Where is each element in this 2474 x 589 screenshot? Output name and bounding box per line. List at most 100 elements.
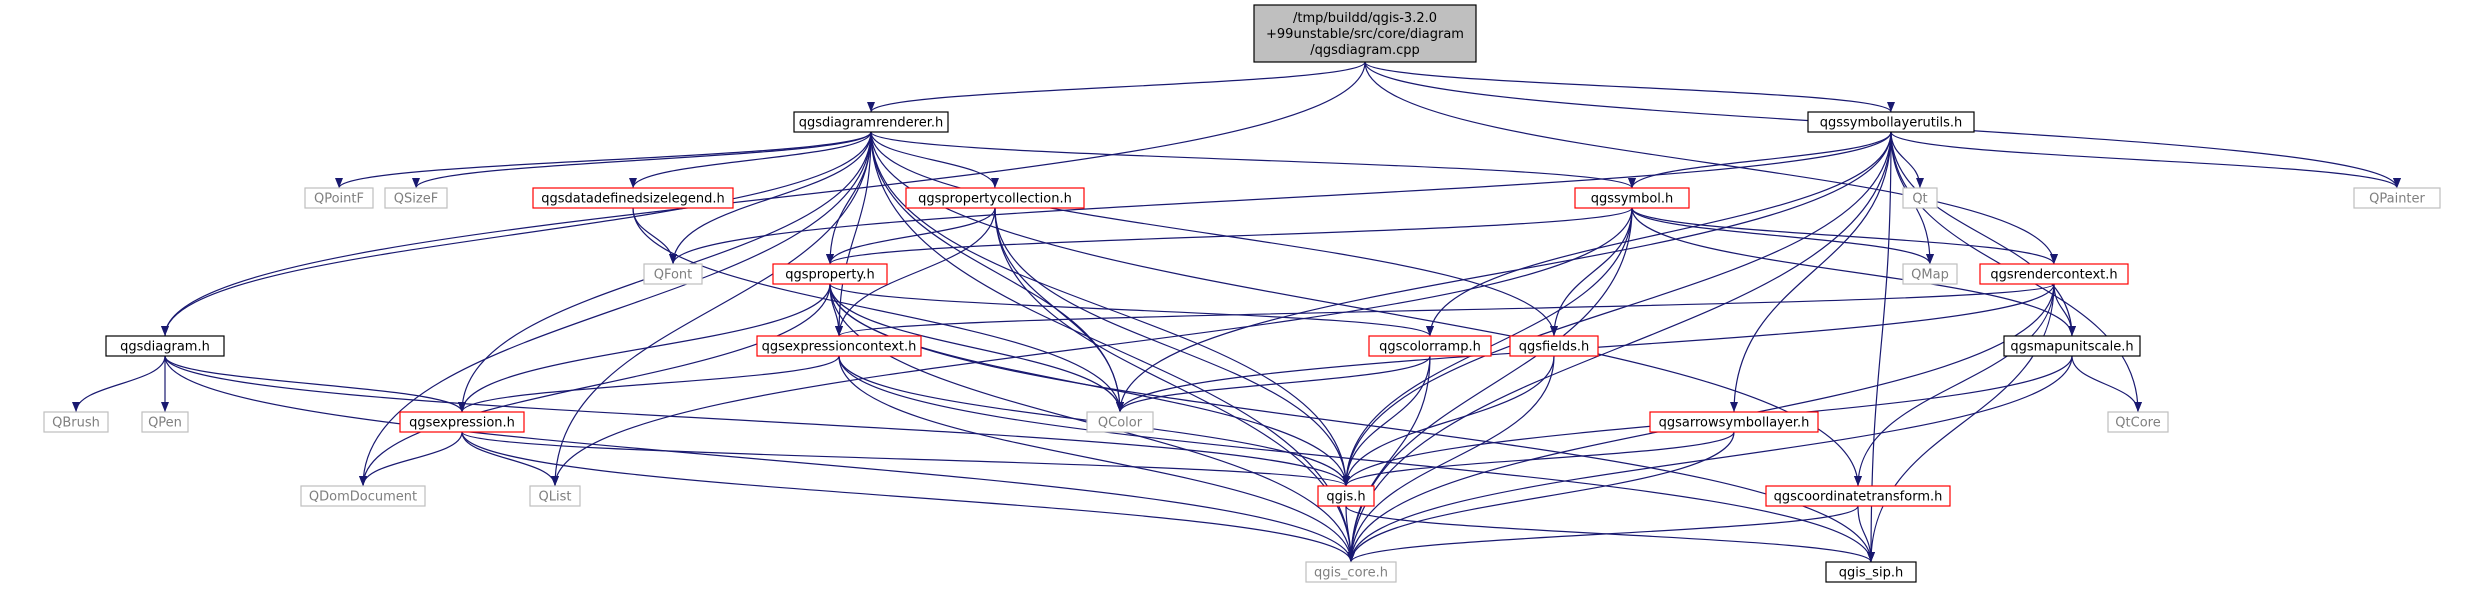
node-qgscolorramp[interactable]: qgscolorramp.h <box>1368 335 1492 357</box>
node-box-qgsrendercontext <box>1979 263 2129 285</box>
node-box-qgsdatadefinedsizelegend <box>532 187 734 209</box>
node-box-qpainter <box>2353 187 2441 209</box>
edge-qgscoordinatetransform-to-qgis_core <box>1347 505 1859 563</box>
node-label-qmap: QMap <box>1911 268 1949 283</box>
edge-qgsfields-to-qgis <box>1342 355 1555 487</box>
edge-qgssymbollayerutils-to-qgsmapunitscale <box>1890 131 2076 337</box>
edge-root-to-qgssymbollayerutils <box>1364 61 1895 113</box>
edge-qgssymbol-to-qlist <box>551 207 1633 487</box>
node-label-qsizef: QSizeF <box>394 192 438 207</box>
node-box-qgsarrowsymbollayer <box>1649 411 1819 433</box>
node-qgis[interactable]: qgis.h <box>1317 485 1375 507</box>
edge-qgscolorramp-to-qcolor <box>1116 355 1431 413</box>
node-box-qgssymbollayerutils <box>1807 111 1975 133</box>
edge-root-to-qgsrendercontext <box>1364 61 2058 265</box>
node-qsizef[interactable]: QSizeF <box>384 187 448 209</box>
node-label-qdomdocument: QDomDocument <box>309 490 417 505</box>
edge-qgsproperty-to-qgsexpression <box>458 283 831 413</box>
edge-qgssymbol-to-qgsrendercontext <box>1631 207 2058 265</box>
node-qlist[interactable]: QList <box>529 485 581 507</box>
edge-qgspropertycollection-to-qgsproperty <box>826 207 996 265</box>
edge-qgsdiagramrenderer-to-qdomdocument <box>359 131 872 487</box>
node-qgssymbol[interactable]: qgssymbol.h <box>1574 187 1690 209</box>
node-label-qgis_core: qgis_core.h <box>1314 566 1388 581</box>
node-label-qgssymbollayerutils: qgssymbollayerutils.h <box>1820 116 1963 131</box>
node-box-qgsproperty <box>772 263 888 285</box>
node-qgsexpressioncontext[interactable]: qgsexpressioncontext.h <box>756 335 922 357</box>
node-qgsarrowsymbollayer[interactable]: qgsarrowsymbollayer.h <box>1649 411 1819 433</box>
node-qt[interactable]: Qt <box>1902 187 1938 209</box>
edge-root-to-qgsdiagramrenderer <box>867 61 1366 113</box>
node-box-qtcore <box>2107 411 2169 433</box>
node-label-qgsdiagramrenderer: qgsdiagramrenderer.h <box>799 116 943 131</box>
node-label-root: +99unstable/src/core/diagram <box>1266 27 1464 42</box>
node-box-qt <box>1902 187 1938 209</box>
edge-qgsmapunitscale-to-qgis_core <box>1347 355 2073 563</box>
node-qgsdatadefinedsizelegend[interactable]: qgsdatadefinedsizelegend.h <box>532 187 734 209</box>
node-box-qgsfields <box>1509 335 1599 357</box>
node-qgsrendercontext[interactable]: qgsrendercontext.h <box>1979 263 2129 285</box>
edge-qgsdiagramrenderer-to-qlist <box>551 131 872 487</box>
node-root[interactable]: /tmp/buildd/qgis-3.2.0+99unstable/src/co… <box>1253 4 1477 63</box>
edge-qgsdiagram-to-qgsexpression <box>164 355 466 413</box>
edge-qgsexpression-to-qdomdocument <box>359 431 463 487</box>
node-label-qgssymbol: qgssymbol.h <box>1591 192 1674 207</box>
edge-qgspropertycollection-to-qcolor <box>994 207 1124 413</box>
node-qfont[interactable]: QFont <box>643 263 703 285</box>
edge-qgsexpressioncontext-to-qgis_sip <box>838 355 1875 563</box>
node-qcolor[interactable]: QColor <box>1086 411 1154 433</box>
node-qpointf[interactable]: QPointF <box>304 187 374 209</box>
node-qgscoordinatetransform[interactable]: qgscoordinatetransform.h <box>1765 485 1951 507</box>
edge-root-to-qgsdiagram <box>161 61 1366 337</box>
node-box-qlist <box>529 485 581 507</box>
node-qdomdocument[interactable]: QDomDocument <box>300 485 426 507</box>
node-box-qgis <box>1317 485 1375 507</box>
node-label-qgscoordinatetransform: qgscoordinatetransform.h <box>1774 490 1943 505</box>
node-qbrush[interactable]: QBrush <box>43 411 109 433</box>
edge-qgsrendercontext-to-qgis_sip <box>1867 283 2055 563</box>
edge-qgsrendercontext-to-qgsmapunitscale <box>2053 283 2076 337</box>
node-qgssymbollayerutils[interactable]: qgssymbollayerutils.h <box>1807 111 1975 133</box>
node-box-qpointf <box>304 187 374 209</box>
node-qpainter[interactable]: QPainter <box>2353 187 2441 209</box>
node-qgsdiagramrenderer[interactable]: qgsdiagramrenderer.h <box>793 111 949 133</box>
edge-qgsproperty-to-qgscolorramp <box>829 283 1434 337</box>
edge-qgssymbollayerutils-to-qfont <box>669 131 1892 265</box>
node-label-qgis_sip: qgis_sip.h <box>1839 566 1903 581</box>
edge-qgsexpression-to-qgis <box>461 431 1350 487</box>
edge-qgsfields-to-qgis_core <box>1347 355 1555 563</box>
edge-qgssymbollayerutils-to-qgis <box>1342 131 1892 487</box>
node-box-qgsmapunitscale <box>2003 335 2141 357</box>
edge-qgssymbollayerutils-to-qgssymbol <box>1628 131 1892 189</box>
edge-qgspropertycollection-to-qgis_core <box>994 207 1355 563</box>
node-qgis_core[interactable]: qgis_core.h <box>1305 561 1397 583</box>
edge-qgssymbol-to-qmap <box>1631 207 1934 265</box>
edge-qgsdiagram-to-qgis_core <box>164 355 1355 563</box>
edge-qgsdiagramrenderer-to-qgsfields <box>870 131 1558 337</box>
node-box-qdomdocument <box>300 485 426 507</box>
edge-qgscolorramp-to-qgis_core <box>1347 355 1431 563</box>
node-qgsfields[interactable]: qgsfields.h <box>1509 335 1599 357</box>
node-box-qgspropertycollection <box>905 187 1085 209</box>
node-qgsdiagram[interactable]: qgsdiagram.h <box>105 335 225 357</box>
node-qgsproperty[interactable]: qgsproperty.h <box>772 263 888 285</box>
node-qmap[interactable]: QMap <box>1902 263 1958 285</box>
node-label-qfont: QFont <box>654 268 693 283</box>
edge-qgsarrowsymbollayer-to-qgis_core <box>1347 431 1735 563</box>
node-label-qgsdatadefinedsizelegend: qgsdatadefinedsizelegend.h <box>541 192 724 207</box>
edge-qgscoordinatetransform-to-qgis_sip <box>1857 505 1875 563</box>
node-qgsmapunitscale[interactable]: qgsmapunitscale.h <box>2003 335 2141 357</box>
edge-qgssymbol-to-qgsproperty <box>826 207 1633 265</box>
edge-qgssymbollayerutils-to-qcolor <box>1116 131 1892 413</box>
node-box-qgis_sip <box>1825 561 1917 583</box>
node-qgis_sip[interactable]: qgis_sip.h <box>1825 561 1917 583</box>
node-qgsexpression[interactable]: qgsexpression.h <box>399 411 525 433</box>
edge-qgsdiagramrenderer-to-qsizef <box>412 131 872 189</box>
edge-qgssymbol-to-qgsfields <box>1550 207 1633 337</box>
node-qpen[interactable]: QPen <box>141 411 189 433</box>
node-qgspropertycollection[interactable]: qgspropertycollection.h <box>905 187 1085 209</box>
node-qtcore[interactable]: QtCore <box>2107 411 2169 433</box>
node-label-qgsproperty: qgsproperty.h <box>785 268 874 283</box>
edge-qgsexpression-to-qgis_core <box>461 431 1355 563</box>
